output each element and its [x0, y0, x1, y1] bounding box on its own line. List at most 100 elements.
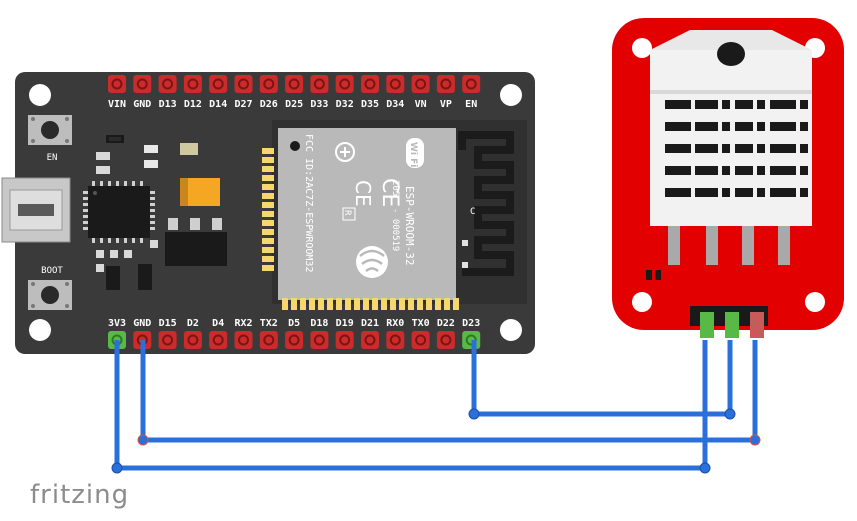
pin-label: D12	[184, 99, 202, 110]
header-pin	[436, 331, 455, 349]
en-button-label: EN	[47, 153, 58, 163]
header-pin	[259, 331, 278, 349]
pin-label: D34	[386, 99, 404, 110]
header-pin	[361, 75, 379, 93]
header-pin	[183, 75, 202, 93]
pin-label: D13	[159, 99, 177, 110]
usb-port	[1, 177, 71, 243]
voltage-regulator	[165, 232, 227, 266]
header-pin	[234, 331, 253, 349]
header-pin	[234, 75, 253, 93]
pin-label: TX2	[260, 318, 278, 329]
usb-uart-chip	[83, 181, 155, 243]
pin-label: D15	[159, 318, 177, 329]
pin-label: D14	[209, 99, 227, 110]
pcb-antenna	[458, 131, 514, 276]
pin-label: D18	[310, 318, 328, 329]
sensor-mounting-hole	[805, 292, 825, 312]
wire-endpoints	[111, 408, 761, 474]
header-pin	[209, 75, 228, 93]
wire-d23	[471, 340, 733, 417]
header-pin	[310, 331, 329, 349]
pin-label: D27	[234, 99, 252, 110]
pin-label: D2	[187, 318, 199, 329]
pin-label: GND	[133, 99, 151, 110]
wires	[114, 340, 758, 471]
header-pin	[335, 75, 354, 93]
header-pin	[462, 331, 481, 349]
header-pin	[411, 331, 430, 349]
pin-label: D32	[336, 99, 354, 110]
pin-label: D26	[260, 99, 278, 110]
pin-label: D4	[212, 318, 224, 329]
mounting-hole	[29, 84, 51, 106]
wifi-logo: Wi Fi	[408, 142, 418, 167]
header-pin	[285, 331, 304, 349]
header-pin	[436, 75, 455, 93]
header-pin	[108, 75, 126, 93]
mounting-hole	[500, 84, 522, 106]
sensor-vents	[665, 100, 808, 197]
wire-3v3	[114, 340, 708, 471]
sensor-hole	[717, 42, 745, 66]
ce-mark: CE	[377, 178, 402, 207]
pin-label: GND	[133, 318, 151, 329]
header-pin	[411, 75, 430, 93]
sensor-pin-1	[700, 312, 714, 338]
pin-label: RX0	[386, 318, 404, 329]
bottom-pin-header	[108, 331, 481, 349]
bottom-pin-labels: 3V3 GND D15 D2 D4 RX2 TX2 D5 D18 D19 D21 RX0 TX0 D22 D…	[108, 318, 480, 329]
pin-label: D21	[361, 318, 379, 329]
boot-button-label: BOOT	[41, 266, 63, 276]
pin-label: EN	[465, 99, 477, 110]
pin-label: D22	[437, 318, 455, 329]
module-code-1: 205	[390, 180, 400, 196]
sensor-pin-3	[750, 312, 764, 338]
en-button	[28, 115, 72, 145]
pin-label: VIN	[108, 99, 126, 110]
mounting-hole	[29, 319, 51, 341]
pin-label: D5	[288, 318, 300, 329]
ce-mark-2: CE	[351, 180, 375, 207]
pin-label: TX0	[412, 318, 430, 329]
header-pin	[259, 75, 278, 93]
sensor-housing	[650, 50, 812, 226]
top-pin-header	[108, 75, 481, 93]
header-pin	[386, 75, 405, 93]
header-pin	[335, 331, 354, 349]
header-pin	[386, 331, 405, 349]
header-pin	[183, 331, 202, 349]
fritzing-logo-text: fritzing	[30, 480, 129, 510]
dht-sensor-module	[612, 18, 844, 338]
pin-label: VP	[440, 99, 452, 110]
header-pin	[158, 75, 177, 93]
header-pin	[361, 331, 379, 349]
esp-wroom-module: C FCC ID:2AC7Z-ESPWROOM32 205 - 000519 E…	[262, 120, 527, 310]
module-code-2: - 000519	[390, 208, 400, 251]
pin-label: VN	[415, 99, 427, 110]
header-pin	[209, 331, 228, 349]
wire-gnd	[140, 340, 758, 443]
boot-button	[28, 280, 72, 310]
smd-components	[96, 135, 227, 290]
espressif-logo	[356, 246, 388, 278]
mounting-hole	[500, 319, 522, 341]
header-pin	[462, 75, 481, 93]
sensor-mounting-hole	[632, 292, 652, 312]
header-pin	[285, 75, 304, 93]
pin-label: RX2	[234, 318, 252, 329]
pin-label: D33	[310, 99, 328, 110]
module-name: ESP-WROOM-32	[403, 186, 416, 265]
pin-label: 3V3	[108, 318, 126, 329]
header-pin	[158, 331, 177, 349]
pin-label: D23	[462, 318, 480, 329]
fcc-logo	[335, 142, 355, 162]
fcc-id-text: FCC ID:2AC7Z-ESPWROOM32	[303, 134, 314, 272]
antenna-mark: C	[470, 207, 475, 217]
r-mark: R	[342, 210, 352, 216]
pin-label: D25	[285, 99, 303, 110]
pin-label: D19	[336, 318, 354, 329]
header-pin	[310, 75, 329, 93]
